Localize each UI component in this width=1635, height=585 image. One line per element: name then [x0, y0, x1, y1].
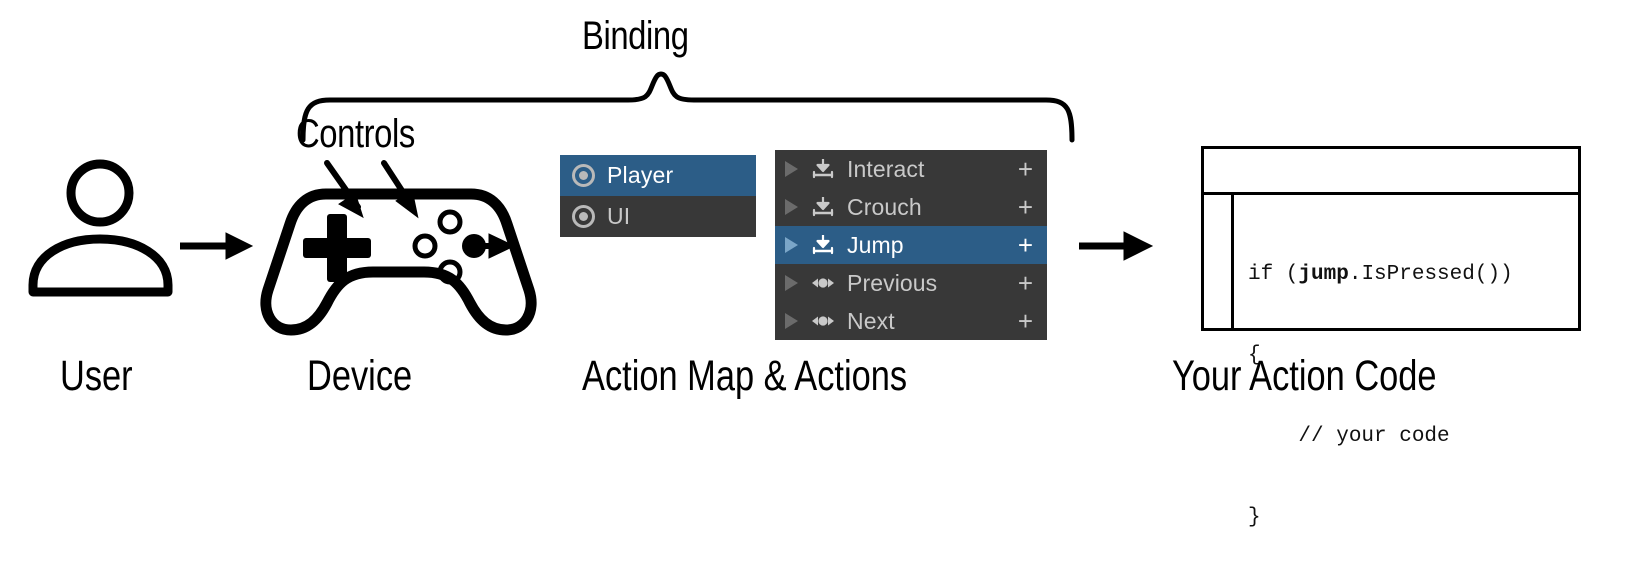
- add-binding-button[interactable]: +: [1017, 192, 1033, 222]
- action-label: Previous: [847, 269, 938, 296]
- controls-arrow-right-icon: [381, 160, 419, 219]
- gamepad-controller-icon: [260, 188, 537, 336]
- arrow-device-to-actions-icon: [480, 233, 516, 259]
- actions-list[interactable]: Interact + Crouch + Jump +: [775, 150, 1047, 340]
- action-row-jump[interactable]: Jump +: [775, 226, 1047, 264]
- binding-brace-icon: [300, 71, 1075, 143]
- button-action-icon: [812, 235, 834, 255]
- user-person-icon: [28, 159, 173, 297]
- action-label: Next: [847, 307, 895, 334]
- caption-your-action-code: Your Action Code: [1172, 352, 1437, 400]
- action-label: Crouch: [847, 193, 922, 220]
- action-label: Interact: [847, 155, 925, 182]
- code-line-post: .IsPressed()): [1348, 263, 1513, 286]
- button-action-icon: [812, 159, 834, 179]
- code-line: {: [1248, 342, 1578, 369]
- code-line-pre: {: [1248, 344, 1261, 367]
- code-line-number-gutter: [1204, 195, 1234, 328]
- code-text-area[interactable]: if (jump.IsPressed()) { // your code }: [1234, 195, 1578, 529]
- action-maps-list[interactable]: Player UI: [560, 155, 756, 237]
- chevron-right-icon[interactable]: [785, 275, 798, 291]
- action-row-next[interactable]: Next +: [775, 302, 1047, 340]
- code-editor-window[interactable]: if (jump.IsPressed()) { // your code }: [1201, 146, 1581, 529]
- action-map-ring-icon: [572, 164, 595, 187]
- action-row-previous[interactable]: Previous +: [775, 264, 1047, 302]
- add-binding-button[interactable]: +: [1017, 230, 1033, 260]
- action-label: Jump: [847, 231, 904, 258]
- action-map-row-ui[interactable]: UI: [560, 196, 756, 237]
- binding-label: Binding: [582, 14, 689, 58]
- button-action-icon: [812, 197, 834, 217]
- chevron-right-icon[interactable]: [785, 161, 798, 177]
- caption-device: Device: [307, 352, 413, 400]
- arrow-actions-to-code-icon: [1079, 231, 1154, 261]
- code-line-pre: // your code: [1248, 425, 1450, 448]
- action-map-ring-icon: [572, 205, 595, 228]
- add-binding-button[interactable]: +: [1017, 154, 1033, 184]
- dpad-icon: [303, 214, 371, 282]
- face-button-active-icon: [462, 234, 486, 258]
- code-line: }: [1248, 504, 1578, 531]
- face-buttons-icon: [412, 209, 463, 285]
- code-window-body: if (jump.IsPressed()) { // your code }: [1204, 195, 1578, 529]
- axis-action-icon: [812, 278, 834, 288]
- code-line: // your code: [1248, 423, 1578, 450]
- action-map-label: UI: [607, 203, 631, 229]
- action-map-row-player[interactable]: Player: [560, 155, 756, 196]
- chevron-right-icon[interactable]: [785, 313, 798, 329]
- code-line-pre: if (: [1248, 263, 1299, 286]
- arrow-user-to-device-icon: [180, 232, 254, 260]
- controls-arrow-left-icon: [324, 160, 364, 219]
- diagram-canvas: Binding Controls Player UI Interact +: [0, 0, 1635, 434]
- action-row-interact[interactable]: Interact +: [775, 150, 1047, 188]
- code-line: if (jump.IsPressed()): [1248, 261, 1578, 288]
- chevron-right-icon[interactable]: [785, 237, 798, 253]
- caption-user: User: [60, 352, 133, 400]
- code-window-titlebar: [1204, 149, 1578, 195]
- add-binding-button[interactable]: +: [1017, 306, 1033, 336]
- code-line-pre: }: [1248, 506, 1261, 529]
- action-map-label: Player: [607, 162, 674, 188]
- chevron-right-icon[interactable]: [785, 199, 798, 215]
- axis-action-icon: [812, 316, 834, 326]
- add-binding-button[interactable]: +: [1017, 268, 1033, 298]
- caption-action-map: Action Map & Actions: [582, 352, 908, 400]
- controls-label: Controls: [296, 112, 415, 156]
- action-row-crouch[interactable]: Crouch +: [775, 188, 1047, 226]
- code-symbol-jump: jump: [1298, 263, 1349, 286]
